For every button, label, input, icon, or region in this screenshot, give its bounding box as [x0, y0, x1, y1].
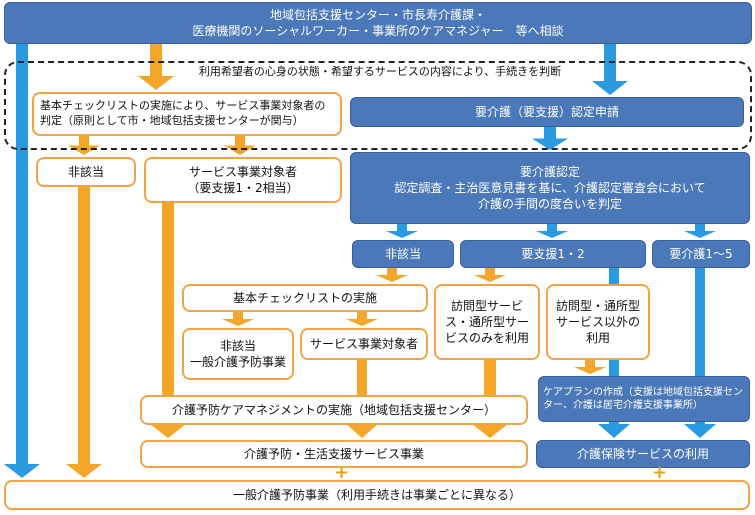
- checklist-box-2: 基本チェックリストの実施: [182, 284, 428, 312]
- arrow-orange-checklist2-right: [346, 312, 378, 326]
- general-prevention-box: 一般介護予防事業（利用手続きは事業ごとに異なる）: [4, 480, 750, 510]
- procedure-decision-label: 利用希望者の心身の状態・希望するサービスの内容により、手続きを判断: [198, 64, 562, 78]
- not-applicable-general-box: 非該当 一般介護予防事業: [182, 328, 294, 380]
- certification-title: 要介護認定: [519, 164, 580, 179]
- service-target-box-1: サービス事業対象者 （要支援1・2相当）: [144, 157, 342, 203]
- arrow-orange-checklist-left: [68, 136, 100, 155]
- arrow-blue-cert-not-applicable: [386, 224, 418, 238]
- plus-sign-2: +: [652, 462, 668, 483]
- arrow-orange-support-to-visiting: [474, 268, 506, 282]
- consultation-box: 地域包括支援センター・市長寿介護課・ 医療機関のソーシャルワーカー・事業所のケア…: [4, 2, 752, 44]
- arrow-orange-target2-down: [346, 360, 378, 438]
- procedure-decision-region: [4, 61, 752, 150]
- arrow-blue-application-down: [532, 127, 568, 150]
- insurance-services-box: 介護保険サービスの利用: [536, 440, 750, 468]
- arrow-orange-target-down: [150, 203, 186, 438]
- care-plan-box: ケアプランの作成（支援は地域包括支援センター、介護は居宅介護支援事業所）: [538, 376, 750, 422]
- result-care-1-5: 要介護1～5: [652, 240, 750, 268]
- arrow-orange-top-to-checklist: [138, 44, 174, 90]
- arrow-orange-other-to-plan: [574, 360, 606, 374]
- service-target-box-2: サービス事業対象者: [300, 328, 428, 360]
- prevention-services-box: 介護予防・生活支援サービス事業: [140, 440, 528, 468]
- arrow-orange-notapp-to-checklist2: [376, 268, 408, 282]
- checklist-judgement-box: 基本チェックリストの実施により、サービス事業対象者の判定（原則として市・地域包括…: [32, 92, 342, 136]
- visiting-only-box: 訪問型サービス・通所型サービスのみを利用: [434, 284, 540, 360]
- prevention-care-management-box: 介護予防ケアマネジメントの実施（地域包括支援センター）: [140, 395, 528, 425]
- plus-sign-1: +: [334, 462, 350, 483]
- not-applicable-box-1: 非該当: [36, 157, 136, 187]
- result-not-applicable: 非該当: [352, 240, 454, 268]
- arrow-blue-cert-care: [684, 224, 716, 238]
- certification-body: 認定調査・主治医意見書を基に、介護認定審査会において 介護の手間の度合いを判定: [394, 180, 706, 212]
- arrow-orange-not-applicable-down: [66, 187, 102, 478]
- arrow-blue-cert-support: [536, 224, 568, 238]
- certification-application-box: 要介護（要支援）認定申請: [350, 97, 744, 127]
- care-certification-box: 要介護認定 認定調査・主治医意見書を基に、介護認定審査会において 介護の手間の度…: [350, 152, 750, 224]
- arrow-blue-care-down: [684, 268, 716, 438]
- other-than-visiting-box: 訪問型・通所型サービス以外の利用: [546, 284, 650, 360]
- arrow-orange-checklist2-left: [222, 312, 254, 326]
- result-support-1-2: 要支援1・2: [460, 240, 646, 268]
- arrow-orange-checklist-right: [224, 136, 256, 155]
